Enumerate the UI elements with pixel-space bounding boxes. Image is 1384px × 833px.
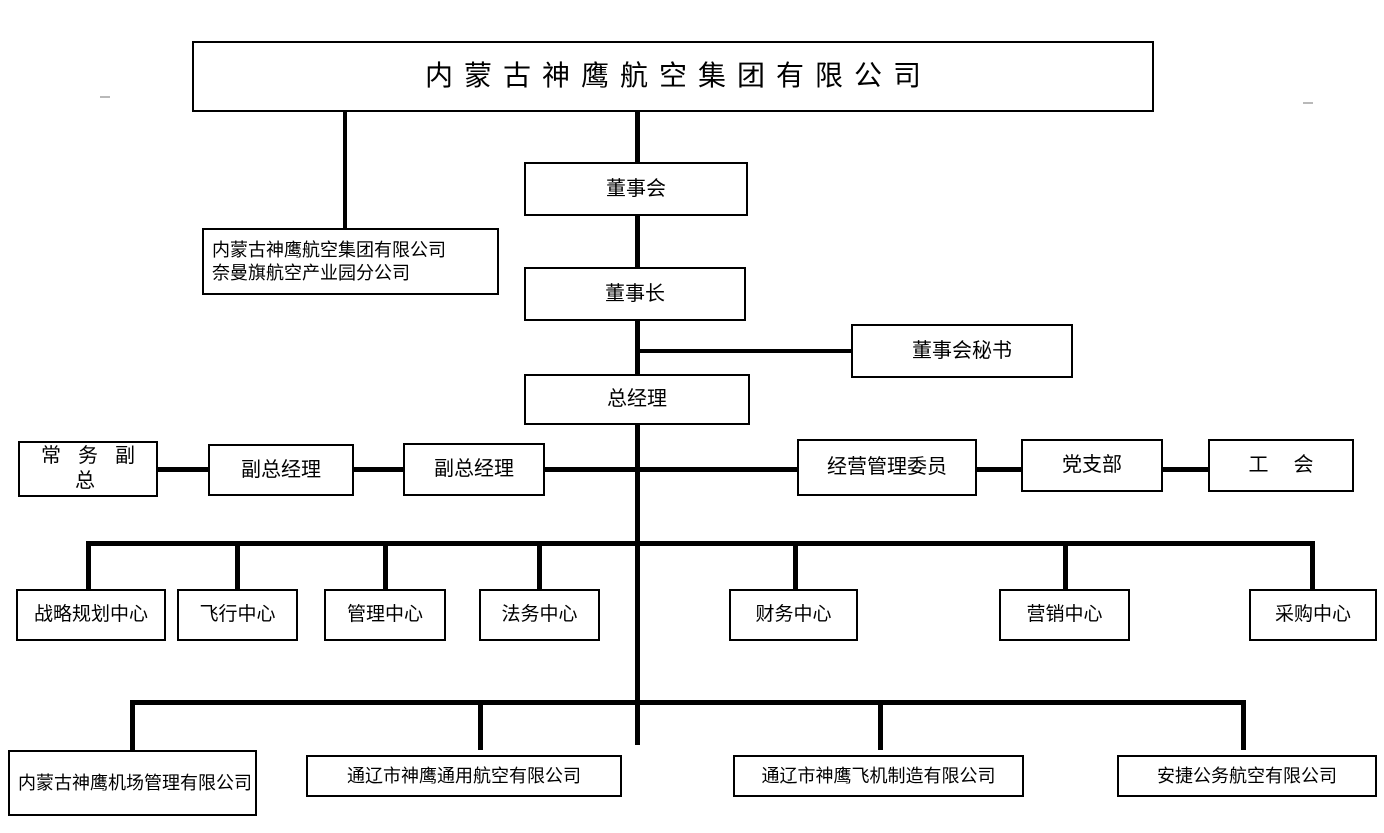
center-box-procurement[interactable]: 采购中心 <box>1249 589 1377 641</box>
scan-artifact <box>1303 102 1313 104</box>
subsidiary-box-airport-management[interactable]: 内蒙古神鹰机场管理有限公司 <box>8 750 257 816</box>
scan-artifact <box>100 96 110 98</box>
committee-box-labor-union[interactable]: 工 会 <box>1208 439 1354 492</box>
center-box-marketing[interactable]: 营销中心 <box>999 589 1130 641</box>
executive-label: 副总经理 <box>434 458 514 480</box>
general-manager-box[interactable]: 总经理 <box>524 374 750 425</box>
committee-label: 工 会 <box>1248 454 1324 476</box>
center-label: 法务中心 <box>501 604 578 626</box>
center-box-management[interactable]: 管理中心 <box>324 589 446 641</box>
subsidiary-label: 通辽市神鹰飞机制造有限公司 <box>761 765 996 786</box>
branch-company-line1: 内蒙古神鹰航空集团有限公司 <box>212 240 446 260</box>
committee-label: 党支部 <box>1062 454 1122 476</box>
center-label: 管理中心 <box>346 604 423 626</box>
executive-bus-left <box>156 467 208 472</box>
subsidiary-label: 内蒙古神鹰机场管理有限公司 <box>18 772 252 793</box>
board-box[interactable]: 董事会 <box>524 162 748 216</box>
subsidiary-box-anjie-business-aviation[interactable]: 安捷公务航空有限公司 <box>1117 755 1377 797</box>
executive-label: 副总经理 <box>241 458 321 481</box>
committee-box-party-branch[interactable]: 党支部 <box>1021 439 1163 492</box>
subsidiary-label: 通辽市神鹰通用航空有限公司 <box>347 765 581 786</box>
executive-box-deputy-1[interactable]: 副总经理 <box>208 444 354 496</box>
chairman-label: 董事长 <box>605 282 665 305</box>
executive-label: 常 务 副 总 <box>41 445 141 492</box>
centers-drop-4 <box>537 541 542 589</box>
general-manager-label: 总经理 <box>607 388 667 410</box>
subsidiaries-drop-3 <box>878 700 883 750</box>
connector-board-to-chairman <box>635 215 640 267</box>
subsidiaries-drop-1 <box>130 700 135 750</box>
center-label: 飞行中心 <box>199 604 276 626</box>
center-box-flight[interactable]: 飞行中心 <box>177 589 298 641</box>
subsidiaries-drop-4 <box>1241 700 1246 750</box>
center-label: 战略规划中心 <box>33 604 148 626</box>
board-secretary-label: 董事会秘书 <box>912 339 1012 362</box>
connector-chairman-to-gm <box>635 320 640 374</box>
committee-bus-1 <box>975 467 1023 472</box>
center-box-finance[interactable]: 财务中心 <box>729 589 858 641</box>
main-vertical-spine <box>635 425 640 745</box>
executive-box-standing-deputy[interactable]: 常 务 副 总 <box>18 441 158 497</box>
centers-drop-5 <box>793 541 798 589</box>
executive-bus-mid <box>352 467 404 472</box>
centers-drop-6 <box>1063 541 1068 589</box>
centers-drop-7 <box>1310 541 1315 589</box>
connector-chairman-to-secretary <box>638 349 851 353</box>
subsidiary-box-general-aviation[interactable]: 通辽市神鹰通用航空有限公司 <box>306 755 622 797</box>
subsidiaries-bus <box>130 700 1246 705</box>
root-company-title: 内蒙古神鹰航空集团有限公司 <box>424 61 932 92</box>
root-company-box[interactable]: 内蒙古神鹰航空集团有限公司 <box>192 41 1154 112</box>
board-secretary-box[interactable]: 董事会秘书 <box>851 324 1073 378</box>
centers-drop-3 <box>383 541 388 589</box>
center-label: 营销中心 <box>1026 604 1103 626</box>
branch-company-box[interactable]: 内蒙古神鹰航空集团有限公司 奈曼旗航空产业园分公司 <box>202 228 499 295</box>
center-label: 采购中心 <box>1274 604 1351 626</box>
executive-bus-center <box>543 467 798 472</box>
chairman-box[interactable]: 董事长 <box>524 267 746 321</box>
committee-bus-2 <box>1160 467 1210 472</box>
center-label: 财务中心 <box>755 604 832 626</box>
centers-drop-2 <box>235 541 240 589</box>
connector-root-to-branch <box>343 112 347 230</box>
committee-box-management[interactable]: 经营管理委员 <box>797 439 977 496</box>
centers-drop-1 <box>86 541 91 589</box>
board-label: 董事会 <box>606 177 666 200</box>
branch-company-line2: 奈曼旗航空产业园分公司 <box>212 262 410 283</box>
subsidiary-label: 安捷公务航空有限公司 <box>1157 765 1337 786</box>
center-box-strategy[interactable]: 战略规划中心 <box>16 589 166 641</box>
committee-label: 经营管理委员 <box>827 456 947 478</box>
subsidiary-box-aircraft-manufacturing[interactable]: 通辽市神鹰飞机制造有限公司 <box>733 755 1024 797</box>
executive-box-deputy-2[interactable]: 副总经理 <box>403 443 545 496</box>
centers-bus <box>86 541 1314 546</box>
center-box-legal[interactable]: 法务中心 <box>479 589 600 641</box>
connector-root-to-board <box>635 112 640 162</box>
subsidiaries-drop-2 <box>478 700 483 750</box>
